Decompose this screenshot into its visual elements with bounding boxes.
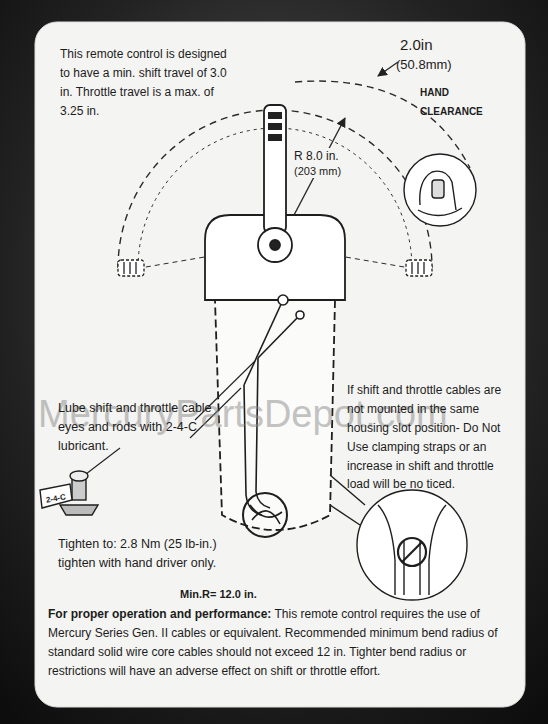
clamp-detail-part [398, 538, 426, 566]
radius-dimension-block: R 8.0 in. [292, 146, 341, 165]
shift-positions-part [123, 262, 124, 274]
cable-linkage-part [258, 315, 300, 358]
radius-dimension: (203 mm) [292, 164, 343, 178]
performance-heading-block: For proper operation and performance: Th… [48, 604, 508, 680]
cable-linkage-part [252, 511, 280, 524]
lubricant-tube-label: 2-4-C [45, 492, 66, 504]
dimension-value-block: (50.8mm) [396, 55, 452, 74]
hand-detail-part [420, 171, 456, 210]
radius-dimension: R 8.0 in. [292, 148, 341, 164]
travel-arcs-part [378, 62, 398, 76]
control-housing-part [268, 112, 282, 119]
decal-card [35, 22, 525, 707]
lube-note-block: Lube shift and throttle cable eyes and r… [58, 398, 238, 455]
lube-note: Lube shift and throttle cable eyes and r… [58, 401, 212, 453]
dimension-value: 2.0in [400, 36, 433, 53]
performance-heading: For proper operation and performance: [48, 607, 271, 621]
hand-detail-part [432, 180, 444, 198]
control-housing [205, 105, 345, 530]
grease-fitting-part [40, 484, 72, 508]
shift-positions-part [411, 262, 412, 274]
lubricant-tube-label-block: 2-4-C [44, 486, 67, 508]
dimension-value-block: 2.0in [400, 36, 433, 55]
control-housing-part [205, 215, 345, 300]
clamp-detail-part [402, 542, 422, 562]
grease-fitting-part [60, 505, 98, 515]
cable-linkage-part [243, 493, 287, 537]
clamp-warning-block: If shift and throttle cables are not mou… [347, 380, 519, 493]
dimension-caption-block: HAND CLEARANCE [420, 82, 498, 120]
clamp-detail-part [419, 540, 420, 595]
torque-note-block: Tighten to: 2.8 Nm (25 lb-in.) tighten w… [58, 534, 238, 572]
clamp-detail-part [403, 540, 404, 595]
dimension-value: (50.8mm) [396, 57, 452, 72]
control-housing-part [268, 123, 282, 130]
torque-note: Tighten to: 2.8 Nm (25 lb-in.) tighten w… [58, 537, 217, 570]
dimension-caption: HAND CLEARANCE [420, 87, 483, 117]
control-housing-part [270, 240, 280, 250]
hand-detail [404, 154, 476, 226]
radius-dimension-block: (203 mm) [292, 161, 343, 180]
cable-linkage-part [244, 300, 283, 385]
design-note: This remote control is designed to have … [60, 47, 227, 118]
hand-detail-part [404, 154, 476, 226]
bend-radius-block: Min.R= 12.0 in. [180, 584, 257, 603]
word-space [271, 607, 274, 621]
clamp-detail-part [330, 505, 360, 525]
shift-positions-part [118, 260, 144, 276]
design-note-block: This remote control is designed to have … [60, 44, 232, 120]
clamp-detail-part [429, 505, 446, 595]
clamp-detail [330, 475, 467, 600]
control-housing-part [264, 105, 286, 233]
grease-fitting [40, 471, 98, 515]
clamp-detail-part [357, 490, 467, 600]
hand-detail-part [418, 208, 462, 216]
cable-linkage-part [278, 295, 288, 305]
control-housing-part [268, 134, 282, 141]
control-housing-part [258, 228, 292, 262]
shift-positions-part [129, 262, 130, 274]
grease-fitting-part [70, 471, 88, 481]
cable-linkage-part [296, 311, 304, 319]
clamp-detail-part [378, 505, 395, 595]
shift-positions-part [135, 262, 136, 274]
shift-positions-part [423, 262, 424, 274]
shift-positions-part [406, 260, 432, 276]
shift-positions-part [417, 262, 418, 274]
bend-radius: Min.R= 12.0 in. [180, 588, 257, 600]
clamp-warning: If shift and throttle cables are not mou… [347, 383, 501, 491]
